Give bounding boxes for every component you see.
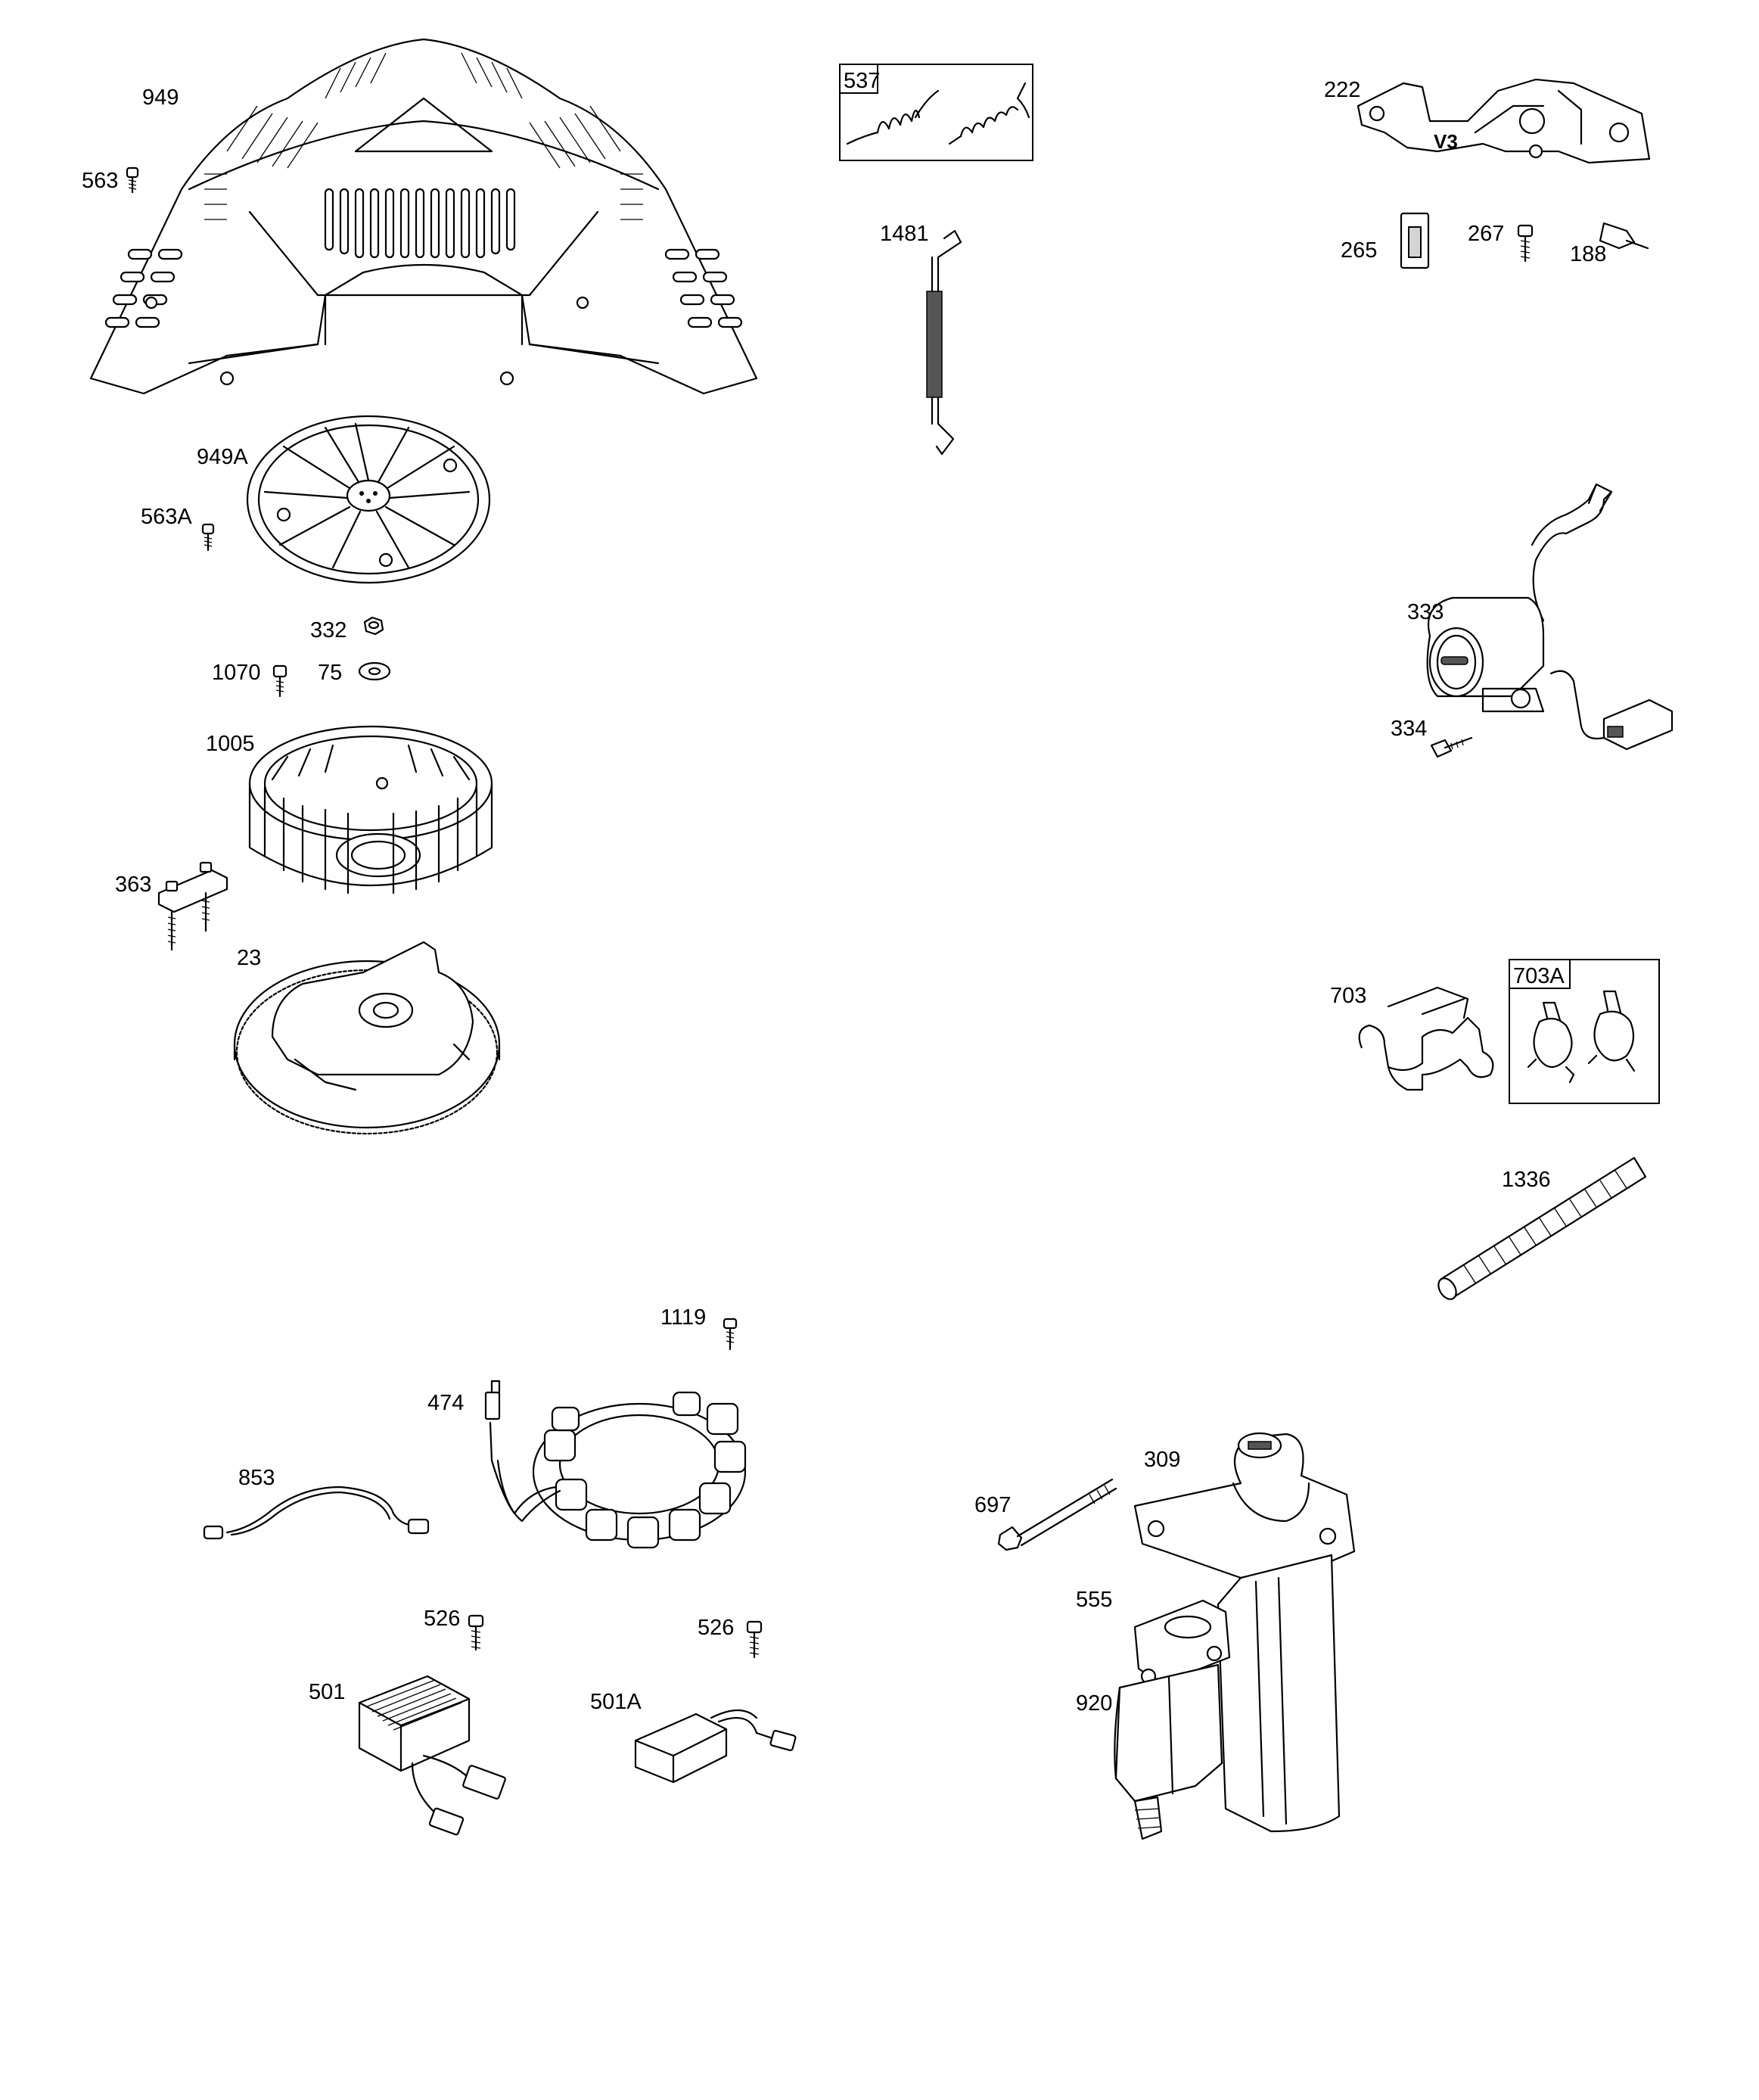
label-697: 697 (974, 1493, 1011, 1517)
hose-1336[interactable] (1435, 1156, 1647, 1302)
label-949a: 949A (197, 445, 248, 469)
washer-75[interactable] (358, 661, 391, 681)
label-334: 334 (1391, 717, 1427, 741)
regulator-501a[interactable] (634, 1710, 797, 1784)
screw-267[interactable] (1517, 224, 1534, 263)
label-1070: 1070 (212, 661, 261, 685)
solenoid-555[interactable] (1133, 1599, 1231, 1685)
label-563: 563 (82, 169, 118, 193)
label-703a: 703A (1513, 964, 1565, 988)
clip-703a[interactable] (1509, 959, 1660, 1104)
blower-housing-949[interactable] (89, 38, 758, 395)
label-526-b: 526 (698, 1616, 734, 1640)
label-1005: 1005 (206, 732, 255, 756)
alternator-474[interactable] (484, 1380, 747, 1549)
rotating-screen-949a[interactable] (246, 415, 491, 584)
label-75: 75 (318, 661, 342, 685)
clip-703[interactable] (1358, 986, 1494, 1091)
ignition-coil-333[interactable] (1426, 483, 1674, 751)
label-501a: 501A (590, 1690, 642, 1714)
flywheel-fan-1005[interactable] (248, 725, 493, 894)
starter-drive-920[interactable] (1114, 1663, 1223, 1840)
flywheel-23[interactable] (233, 941, 501, 1135)
springs-537[interactable] (839, 64, 1033, 161)
label-222: 222 (1324, 78, 1360, 102)
label-501: 501 (309, 1680, 345, 1704)
label-537: 537 (844, 69, 880, 93)
screw-526-b[interactable] (746, 1620, 763, 1659)
label-1336: 1336 (1502, 1168, 1551, 1192)
label-309: 309 (1144, 1448, 1180, 1472)
label-703: 703 (1330, 984, 1366, 1008)
label-1481: 1481 (880, 222, 929, 246)
label-526-a: 526 (424, 1607, 460, 1631)
label-188: 188 (1570, 242, 1606, 266)
screw-1119[interactable] (723, 1318, 738, 1351)
screw-1070[interactable] (272, 664, 287, 698)
screw-334[interactable] (1430, 736, 1473, 758)
label-333: 333 (1407, 600, 1444, 624)
label-1119: 1119 (660, 1305, 706, 1330)
regulator-501[interactable] (358, 1675, 506, 1836)
label-920: 920 (1076, 1691, 1112, 1716)
bracket-363[interactable] (157, 861, 228, 951)
screw-563a[interactable] (201, 523, 215, 552)
screw-526-a[interactable] (468, 1614, 484, 1651)
part-265[interactable] (1400, 212, 1430, 269)
wire-853[interactable] (203, 1486, 430, 1540)
label-563a: 563A (141, 505, 192, 529)
label-265: 265 (1341, 238, 1377, 263)
bracket-marking: V3 (1434, 130, 1458, 153)
label-23: 23 (237, 946, 261, 970)
starter-motor-309[interactable] (1133, 1432, 1356, 1833)
label-853: 853 (238, 1466, 275, 1490)
screw-563[interactable] (126, 166, 139, 194)
screw-188[interactable] (1599, 222, 1649, 250)
label-332: 332 (310, 618, 347, 642)
label-363: 363 (115, 873, 151, 897)
control-bracket-222[interactable]: V3 (1357, 78, 1651, 164)
label-474: 474 (427, 1391, 464, 1415)
label-267: 267 (1468, 222, 1504, 246)
label-949: 949 (142, 86, 179, 110)
governor-linkage-1481[interactable] (926, 229, 962, 456)
label-555: 555 (1076, 1588, 1112, 1612)
bolt-697[interactable] (997, 1478, 1117, 1551)
nut-332[interactable] (363, 616, 384, 636)
